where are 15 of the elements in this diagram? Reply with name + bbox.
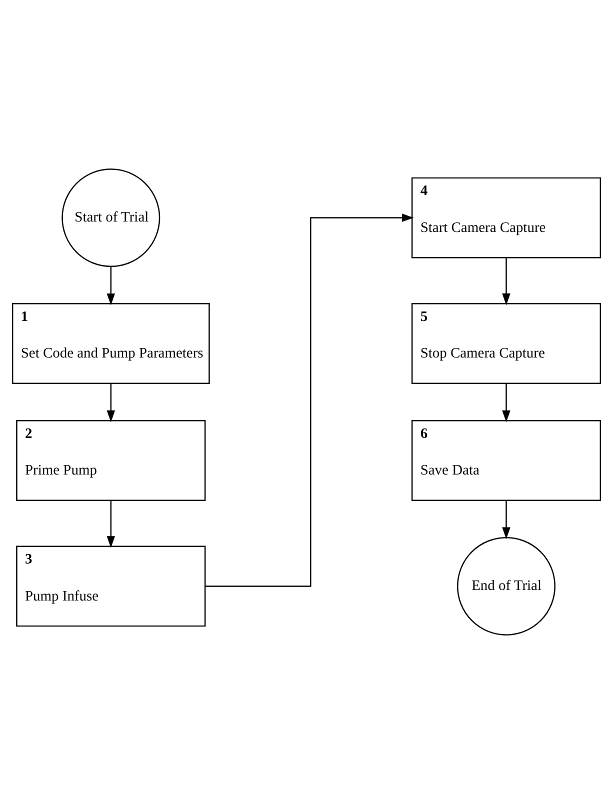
arrow xyxy=(106,266,116,305)
arrow xyxy=(502,500,510,539)
node-box: 4 Start Camera Capture xyxy=(411,176,602,258)
node-box: 1 Set Code and Pump Parameters xyxy=(12,302,210,384)
node-box: 5 Stop Camera Capture xyxy=(411,302,602,384)
arrow xyxy=(502,382,510,422)
arrow xyxy=(106,500,116,548)
node-box: 3 Pump Infuse xyxy=(16,545,206,626)
node-circle: Start of Trial xyxy=(62,168,160,267)
arrow xyxy=(502,257,510,305)
arrow xyxy=(106,382,116,422)
arrow xyxy=(205,213,414,586)
node-circle: End of Trial xyxy=(456,536,556,635)
node-box: 2 Prime Pump xyxy=(16,420,206,500)
node-box: 6 Save Data xyxy=(411,420,602,500)
